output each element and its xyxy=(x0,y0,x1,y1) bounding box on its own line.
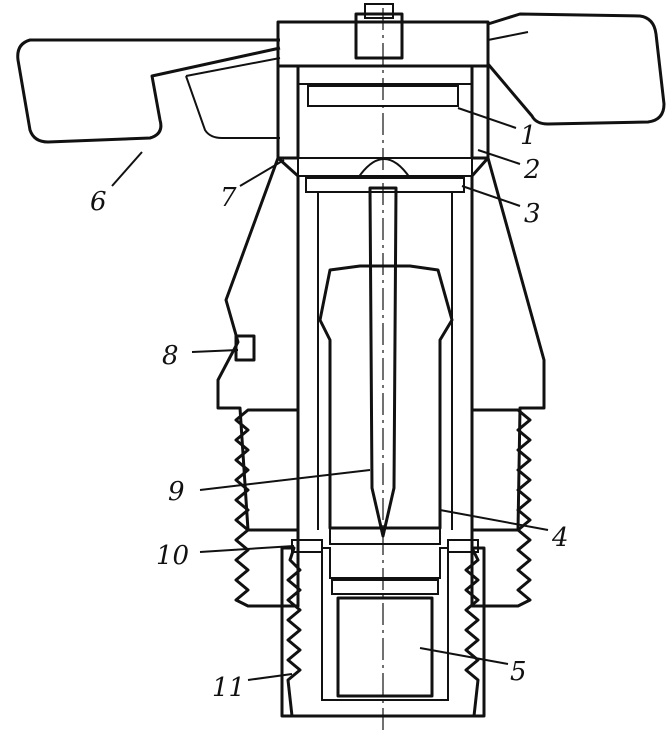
callout-7: 7 xyxy=(220,183,237,213)
callout-labels: 1 2 3 4 5 6 7 8 9 10 11 xyxy=(90,121,569,703)
detonator-charge xyxy=(336,596,434,698)
callout-2: 2 xyxy=(523,155,541,185)
outer-body xyxy=(216,156,546,532)
firing-pin-holder xyxy=(318,264,454,545)
callout-6: 6 xyxy=(90,187,107,217)
arming-vane-left xyxy=(16,38,281,144)
callout-8: 8 xyxy=(162,341,179,371)
callout-11: 11 xyxy=(212,673,245,703)
callout-1: 1 xyxy=(520,121,537,151)
callout-3: 3 xyxy=(524,199,541,229)
callout-4: 4 xyxy=(551,523,569,553)
callout-5: 5 xyxy=(510,657,527,687)
arming-vane-right xyxy=(486,12,666,126)
striker-disc xyxy=(305,158,465,193)
gasket-right xyxy=(447,539,479,553)
callout-9: 9 xyxy=(168,477,185,507)
side-notch xyxy=(234,334,256,362)
leader-lines xyxy=(111,107,549,681)
firing-pin xyxy=(368,8,398,730)
detonator-housing xyxy=(280,546,486,718)
callout-10: 10 xyxy=(156,541,189,571)
